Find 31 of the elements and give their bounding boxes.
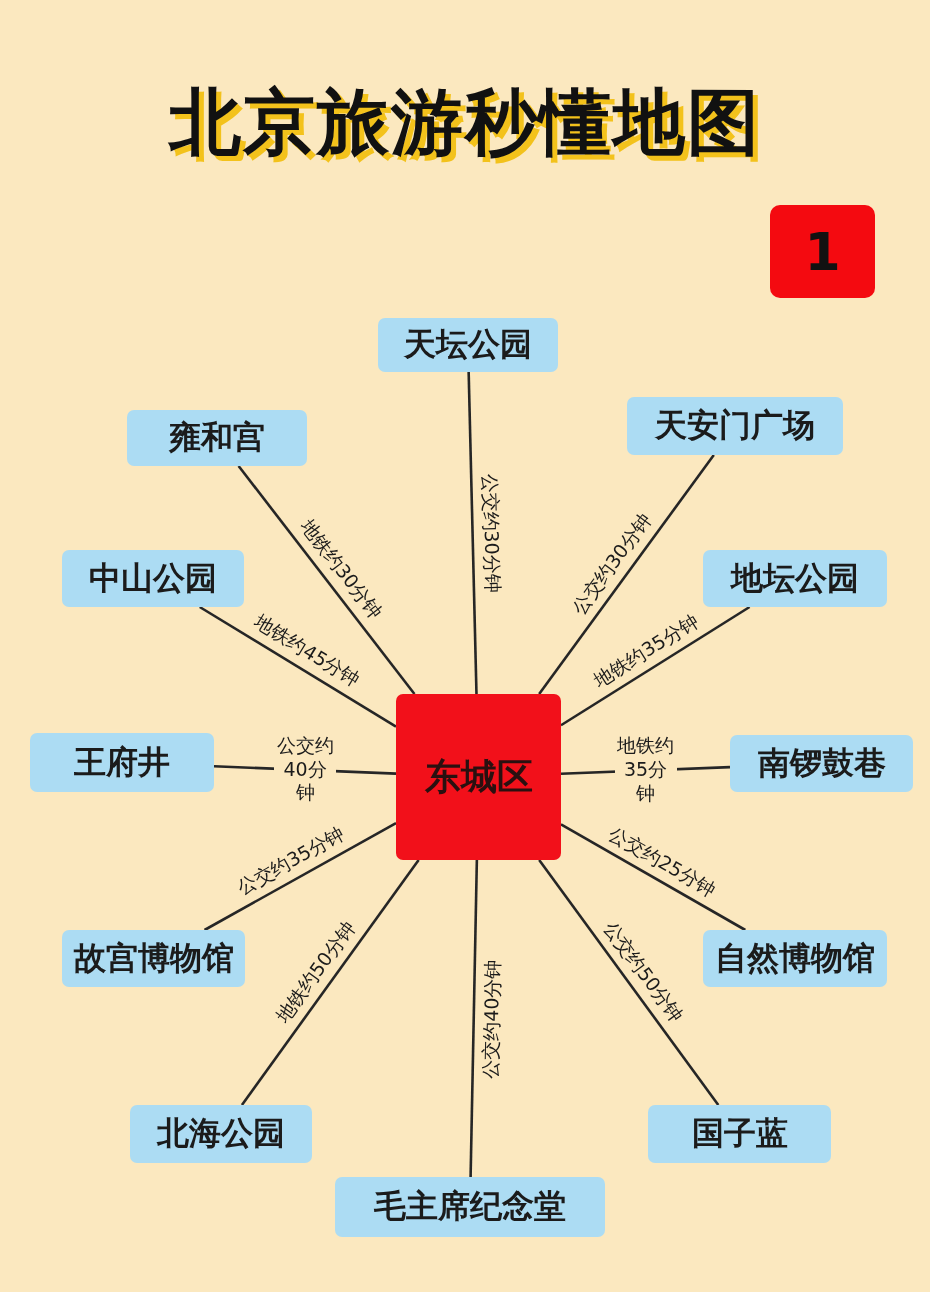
place-box: 地坛公园 xyxy=(703,550,887,607)
connector-line xyxy=(467,371,478,695)
place-box: 北海公园 xyxy=(130,1105,312,1163)
edge-label: 公交约30分钟 xyxy=(478,472,504,593)
place-box: 雍和宫 xyxy=(127,410,307,466)
edge-label: 地铁约50分钟 xyxy=(271,916,360,1028)
place-box: 中山公园 xyxy=(62,550,244,607)
place-box: 天坛公园 xyxy=(378,318,558,372)
edge-label: 公交约50分钟 xyxy=(598,916,688,1027)
connector-line xyxy=(538,859,720,1106)
place-box: 南锣鼓巷 xyxy=(730,735,913,792)
edge-label: 公交约25分钟 xyxy=(604,821,720,902)
place-box: 自然博物馆 xyxy=(703,930,887,987)
place-box: 故宫博物馆 xyxy=(62,930,245,987)
place-box: 国子蓝 xyxy=(648,1105,831,1163)
connector-line xyxy=(538,454,715,695)
connector-line xyxy=(203,821,397,932)
place-box: 王府井 xyxy=(30,733,214,792)
edge-label: 公交约40分钟 xyxy=(478,959,504,1079)
connector-line xyxy=(237,465,416,695)
connector-line xyxy=(240,859,420,1106)
district-box: 东城区 xyxy=(396,694,561,860)
edge-label: 公交约35分钟 xyxy=(233,821,350,901)
place-box: 天安门广场 xyxy=(627,397,843,455)
connector-line xyxy=(560,823,746,932)
connector-line xyxy=(199,605,397,728)
connector-line xyxy=(469,859,479,1178)
place-box: 毛主席纪念堂 xyxy=(335,1177,605,1237)
number-badge: 1 xyxy=(770,205,875,298)
title: 北京旅游秒懂地图 xyxy=(167,79,762,166)
connector-line xyxy=(560,605,751,727)
